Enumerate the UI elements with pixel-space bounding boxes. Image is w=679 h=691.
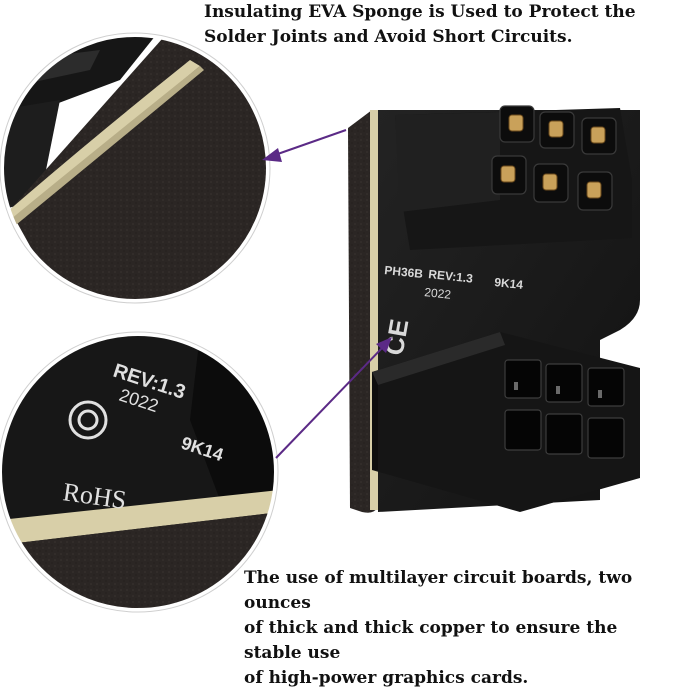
board-year-text: 2022	[424, 285, 452, 302]
board-code-text: 9K14	[494, 275, 524, 292]
certification-logo	[68, 400, 108, 440]
markings-pointer-arrow	[275, 337, 392, 459]
top-caption-line-1: Insulating EVA Sponge is Used to Protect…	[204, 2, 636, 22]
product-illustration: PH36B REV:1.3 9K14 2022 CE	[0, 32, 640, 613]
board-model-text: PH36B	[384, 263, 424, 281]
bottom-caption-line-3: of high-power graphics cards.	[244, 668, 529, 688]
adapter-product: PH36B REV:1.3 9K14 2022 CE	[348, 105, 640, 513]
bottom-caption-line-1: The use of multilayer circuit boards, tw…	[244, 568, 633, 613]
top-caption-line-2: Solder Joints and Avoid Short Circuits.	[204, 27, 573, 47]
board-revision-text: REV:1.3	[428, 267, 474, 286]
sponge-pointer-arrow	[262, 129, 347, 162]
markings-zoom-circle: REV:1.3 2022 9K14 RoHS	[0, 331, 279, 613]
top-connector	[395, 105, 632, 250]
sponge-zoom-circle	[0, 32, 271, 304]
top-caption: Insulating EVA Sponge is Used to Protect…	[204, 0, 674, 50]
pcb-edge	[370, 110, 379, 510]
board-ce-mark: CE	[379, 317, 415, 358]
bottom-connector	[372, 332, 640, 512]
